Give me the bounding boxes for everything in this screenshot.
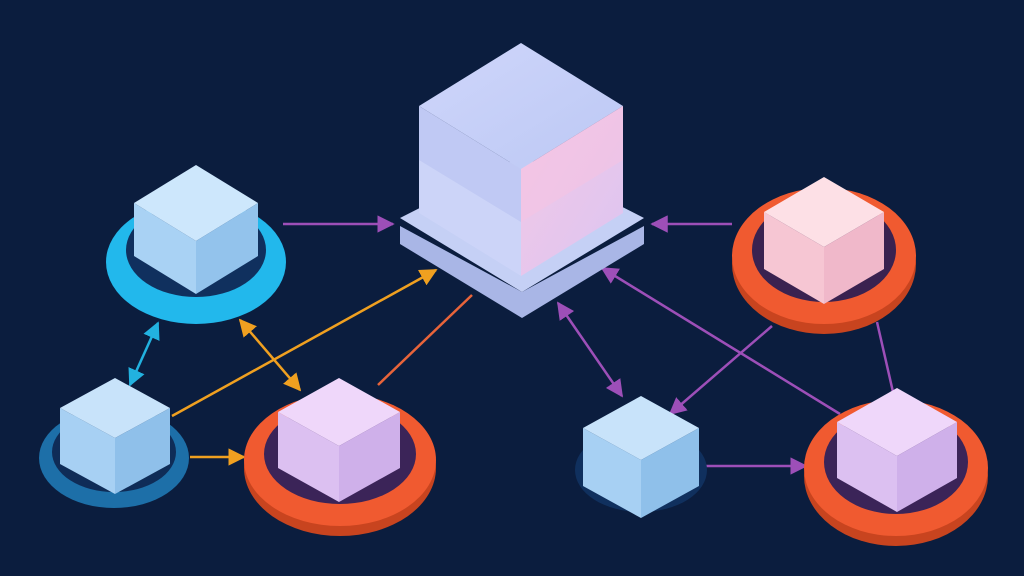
node-right-bottom[interactable] [804, 388, 988, 546]
edge-lefttop-leftbottom[interactable] [128, 321, 160, 387]
edge-lefttop-midleft[interactable] [238, 318, 302, 392]
cube-lavender [278, 378, 400, 502]
node-mid-right[interactable] [575, 396, 707, 518]
node-right-top[interactable] [732, 177, 916, 334]
edges [128, 215, 895, 475]
edge-midleft-hub[interactable] [377, 294, 473, 386]
cube-blue [60, 378, 170, 494]
cube-lavender [837, 388, 957, 512]
node-left-bottom[interactable] [39, 378, 189, 508]
cube-pink [764, 177, 884, 304]
node-mid-left[interactable] [244, 378, 436, 536]
edge-leftbottom-hub[interactable] [171, 268, 438, 418]
cube-blue [583, 396, 699, 518]
edge-righttop-rightbottom[interactable] [875, 321, 895, 393]
edge-rightbottom-hub[interactable] [600, 266, 841, 416]
cube-blue [134, 165, 258, 294]
node-central-hub[interactable] [400, 43, 644, 318]
edge-righttop-midright[interactable] [668, 325, 773, 416]
edge-hub-midright[interactable] [556, 301, 624, 398]
cube-lavender-pink [419, 43, 623, 276]
node-left-top[interactable] [106, 165, 286, 324]
